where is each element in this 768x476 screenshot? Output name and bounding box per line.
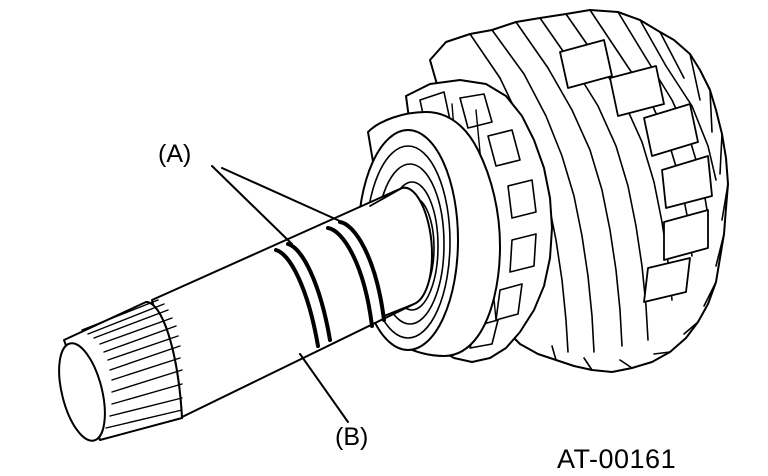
seal-ring-groove-right-inner xyxy=(326,226,374,328)
leader-a-right xyxy=(221,167,343,223)
main-shaft xyxy=(58,186,433,442)
seal-ring-groove-left-inner xyxy=(274,248,320,348)
gear-face-blocks xyxy=(559,39,713,303)
figure-id: AT-00161 xyxy=(557,444,677,474)
shaft-body xyxy=(151,186,433,419)
leader-lines xyxy=(211,165,349,423)
splined-end-face xyxy=(58,342,106,442)
seal-ring-groove-right-outer xyxy=(338,220,386,322)
leader-a-left xyxy=(211,165,293,245)
callout-label-b: (B) xyxy=(335,423,369,451)
seal-ring-groove-left-outer xyxy=(286,242,332,342)
leader-b xyxy=(299,353,349,423)
spline-teeth xyxy=(81,299,183,429)
callout-label-a: (A) xyxy=(158,140,192,168)
